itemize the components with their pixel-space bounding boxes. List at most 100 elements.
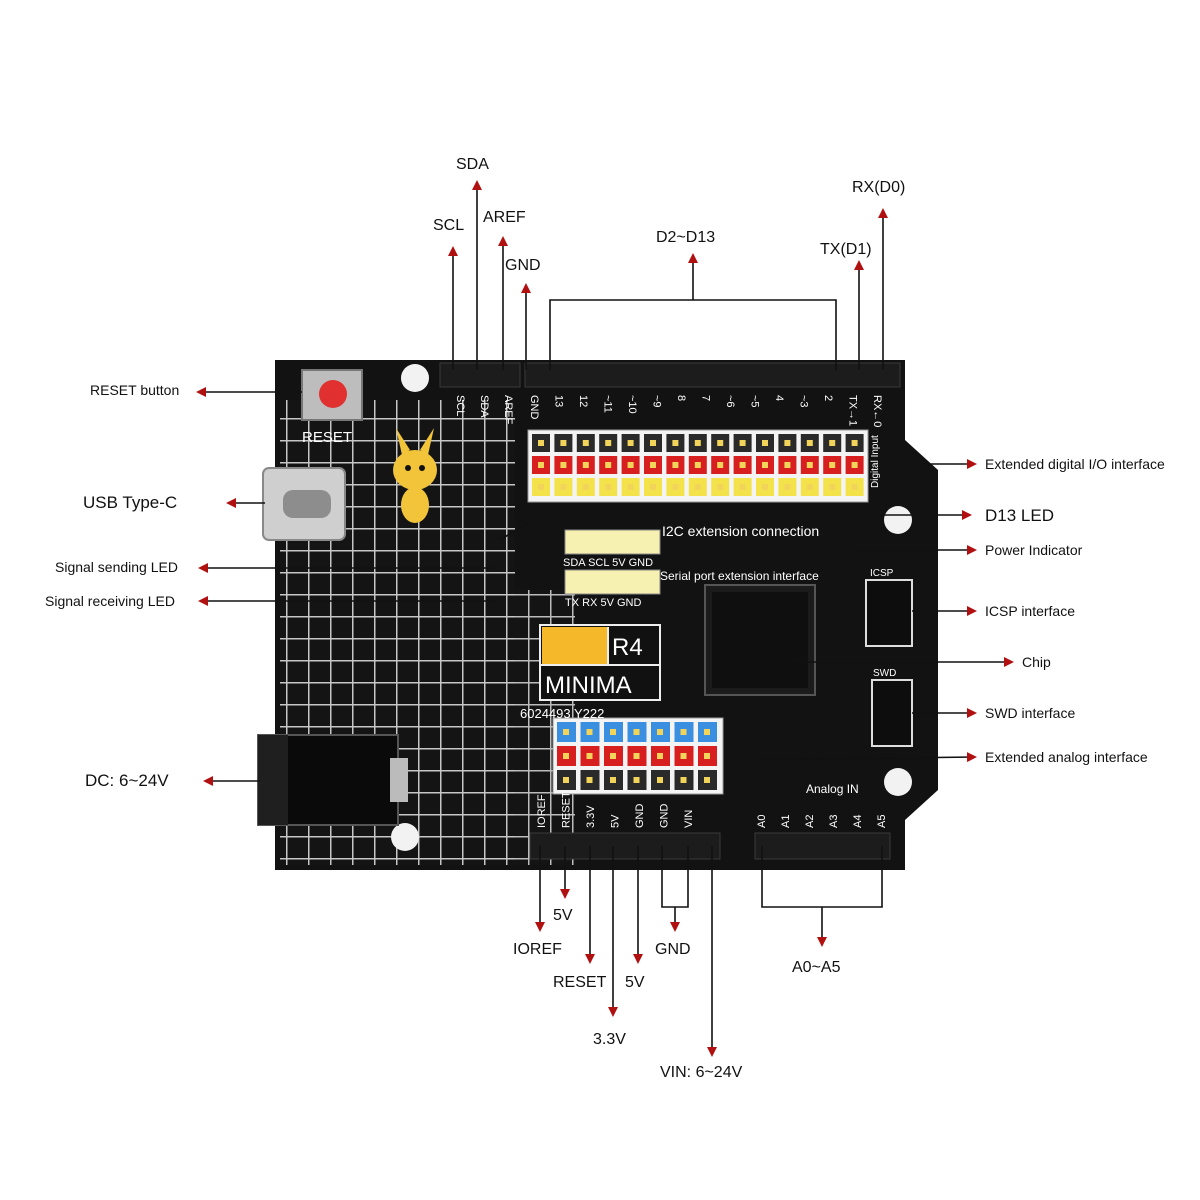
callout-top-tx: TX(D1)	[820, 241, 872, 258]
pin-pad	[680, 729, 687, 735]
digital-pin-label: SDA	[478, 395, 490, 418]
callout-swd-interface: SWD interface	[985, 705, 1076, 721]
pin-pad	[672, 440, 679, 446]
power-pin-label: 3.3V	[585, 805, 597, 828]
pin-pad	[784, 484, 791, 490]
badge-minima: MINIMA	[545, 672, 632, 699]
extended-digital-header	[527, 429, 869, 503]
pin-pad	[704, 729, 710, 735]
analog-pin-label: A1	[780, 815, 792, 828]
digital-pin-label: AREF	[502, 395, 514, 425]
pin-pad	[851, 440, 858, 446]
callout-top-rx: RX(D0)	[852, 179, 906, 196]
analog-pin-label: A0	[756, 815, 768, 828]
power-pin-label: 5V	[610, 814, 622, 828]
pin-pad	[762, 462, 768, 468]
dc-jack	[257, 734, 408, 826]
callout-lines	[196, 180, 1014, 1057]
pin-pad	[605, 440, 612, 446]
pin-pad	[627, 484, 634, 490]
pin-pad	[538, 462, 544, 468]
callout-top-sda: SDA	[456, 156, 489, 173]
pin-pad	[784, 440, 791, 446]
pin-pad	[627, 462, 634, 468]
bottom-power-header	[529, 832, 891, 860]
silk-i2c-header: SDA SCL 5V GND	[563, 557, 653, 569]
pin-pad	[538, 484, 544, 490]
swd-header-part	[871, 679, 913, 747]
callout-extended-analog: Extended analog interface	[985, 749, 1148, 765]
callout-top-d2-d13: D2~D13	[656, 229, 716, 246]
pin-pad	[605, 462, 612, 468]
power-pin-label: GND	[634, 804, 646, 829]
digital-pin-label: 2	[822, 395, 834, 401]
power-pin-label: VIN	[683, 810, 695, 828]
digital-pin-label: SCL	[454, 395, 466, 416]
pin-pad	[657, 729, 663, 735]
pin-pad	[851, 462, 858, 468]
pin-pad	[560, 484, 567, 490]
badge-r4: R4	[612, 634, 643, 661]
callout-bottom-3v3: 3.3V	[593, 1031, 626, 1048]
pin-pad	[829, 462, 836, 468]
pin-pad	[717, 462, 724, 468]
digital-pin-label: 7	[700, 395, 712, 401]
pin-pad	[560, 440, 567, 446]
digital-pin-label: ~10	[626, 395, 638, 414]
mounting-hole	[884, 768, 912, 796]
callout-icsp-interface: ICSP interface	[985, 603, 1076, 619]
pin-pad	[680, 777, 687, 783]
pin-pad	[739, 440, 746, 446]
mascot-logo	[393, 428, 437, 523]
pin-pad	[605, 484, 612, 490]
pin-pad	[586, 729, 593, 735]
pin-pad	[582, 462, 589, 468]
pin-pad	[717, 440, 724, 446]
silk-analog: Analog IN	[806, 782, 859, 796]
digital-pin-label: ~6	[724, 395, 736, 408]
pin-pad	[762, 484, 768, 490]
callout-signal-sending-led: Signal sending LED	[55, 559, 178, 575]
pin-pad	[680, 753, 687, 759]
pin-pad	[610, 729, 616, 735]
pin-pad	[633, 753, 640, 759]
pin-pad	[563, 729, 569, 735]
digital-pin-label: 8	[675, 395, 687, 401]
pin-pad	[657, 777, 663, 783]
pin-pad	[694, 462, 701, 468]
analog-pin-label: A4	[852, 815, 864, 828]
callout-bottom-reset: RESET	[553, 974, 607, 991]
callout-serial-extension: Serial port extension interface	[660, 569, 819, 583]
pin-pad	[806, 440, 813, 446]
callout-d13-led: D13 LED	[985, 506, 1054, 525]
pin-pad	[694, 440, 701, 446]
pin-pad	[610, 753, 616, 759]
pin-pad	[650, 484, 656, 490]
pin-pad	[538, 440, 544, 446]
pin-pad	[627, 440, 634, 446]
digital-pin-label: 13	[553, 395, 565, 407]
callout-bottom-ioref: IOREF	[513, 941, 562, 958]
pin-pad	[784, 462, 791, 468]
silk-serial-header: TX RX 5V GND	[565, 597, 641, 609]
callout-usb-type-c: USB Type-C	[83, 493, 178, 512]
digital-pin-label: 12	[577, 395, 589, 407]
power-pin-label: RESET	[561, 791, 573, 828]
pin-pad	[762, 440, 768, 446]
pin-pad	[650, 440, 656, 446]
pin-pad	[560, 462, 567, 468]
callout-chip: Chip	[1022, 654, 1051, 670]
analog-pin-label: A5	[876, 815, 888, 828]
pin-pad	[582, 440, 589, 446]
pin-pad	[851, 484, 858, 490]
digital-pin-label: GND	[528, 395, 540, 420]
silk-swd: SWD	[873, 668, 896, 679]
pin-pad	[672, 484, 679, 490]
pin-pad	[806, 462, 813, 468]
callout-bottom-a0-a5: A0~A5	[792, 959, 841, 976]
pin-pad	[829, 484, 836, 490]
pin-pad	[650, 462, 656, 468]
callout-dc-input: DC: 6~24V	[85, 771, 169, 790]
